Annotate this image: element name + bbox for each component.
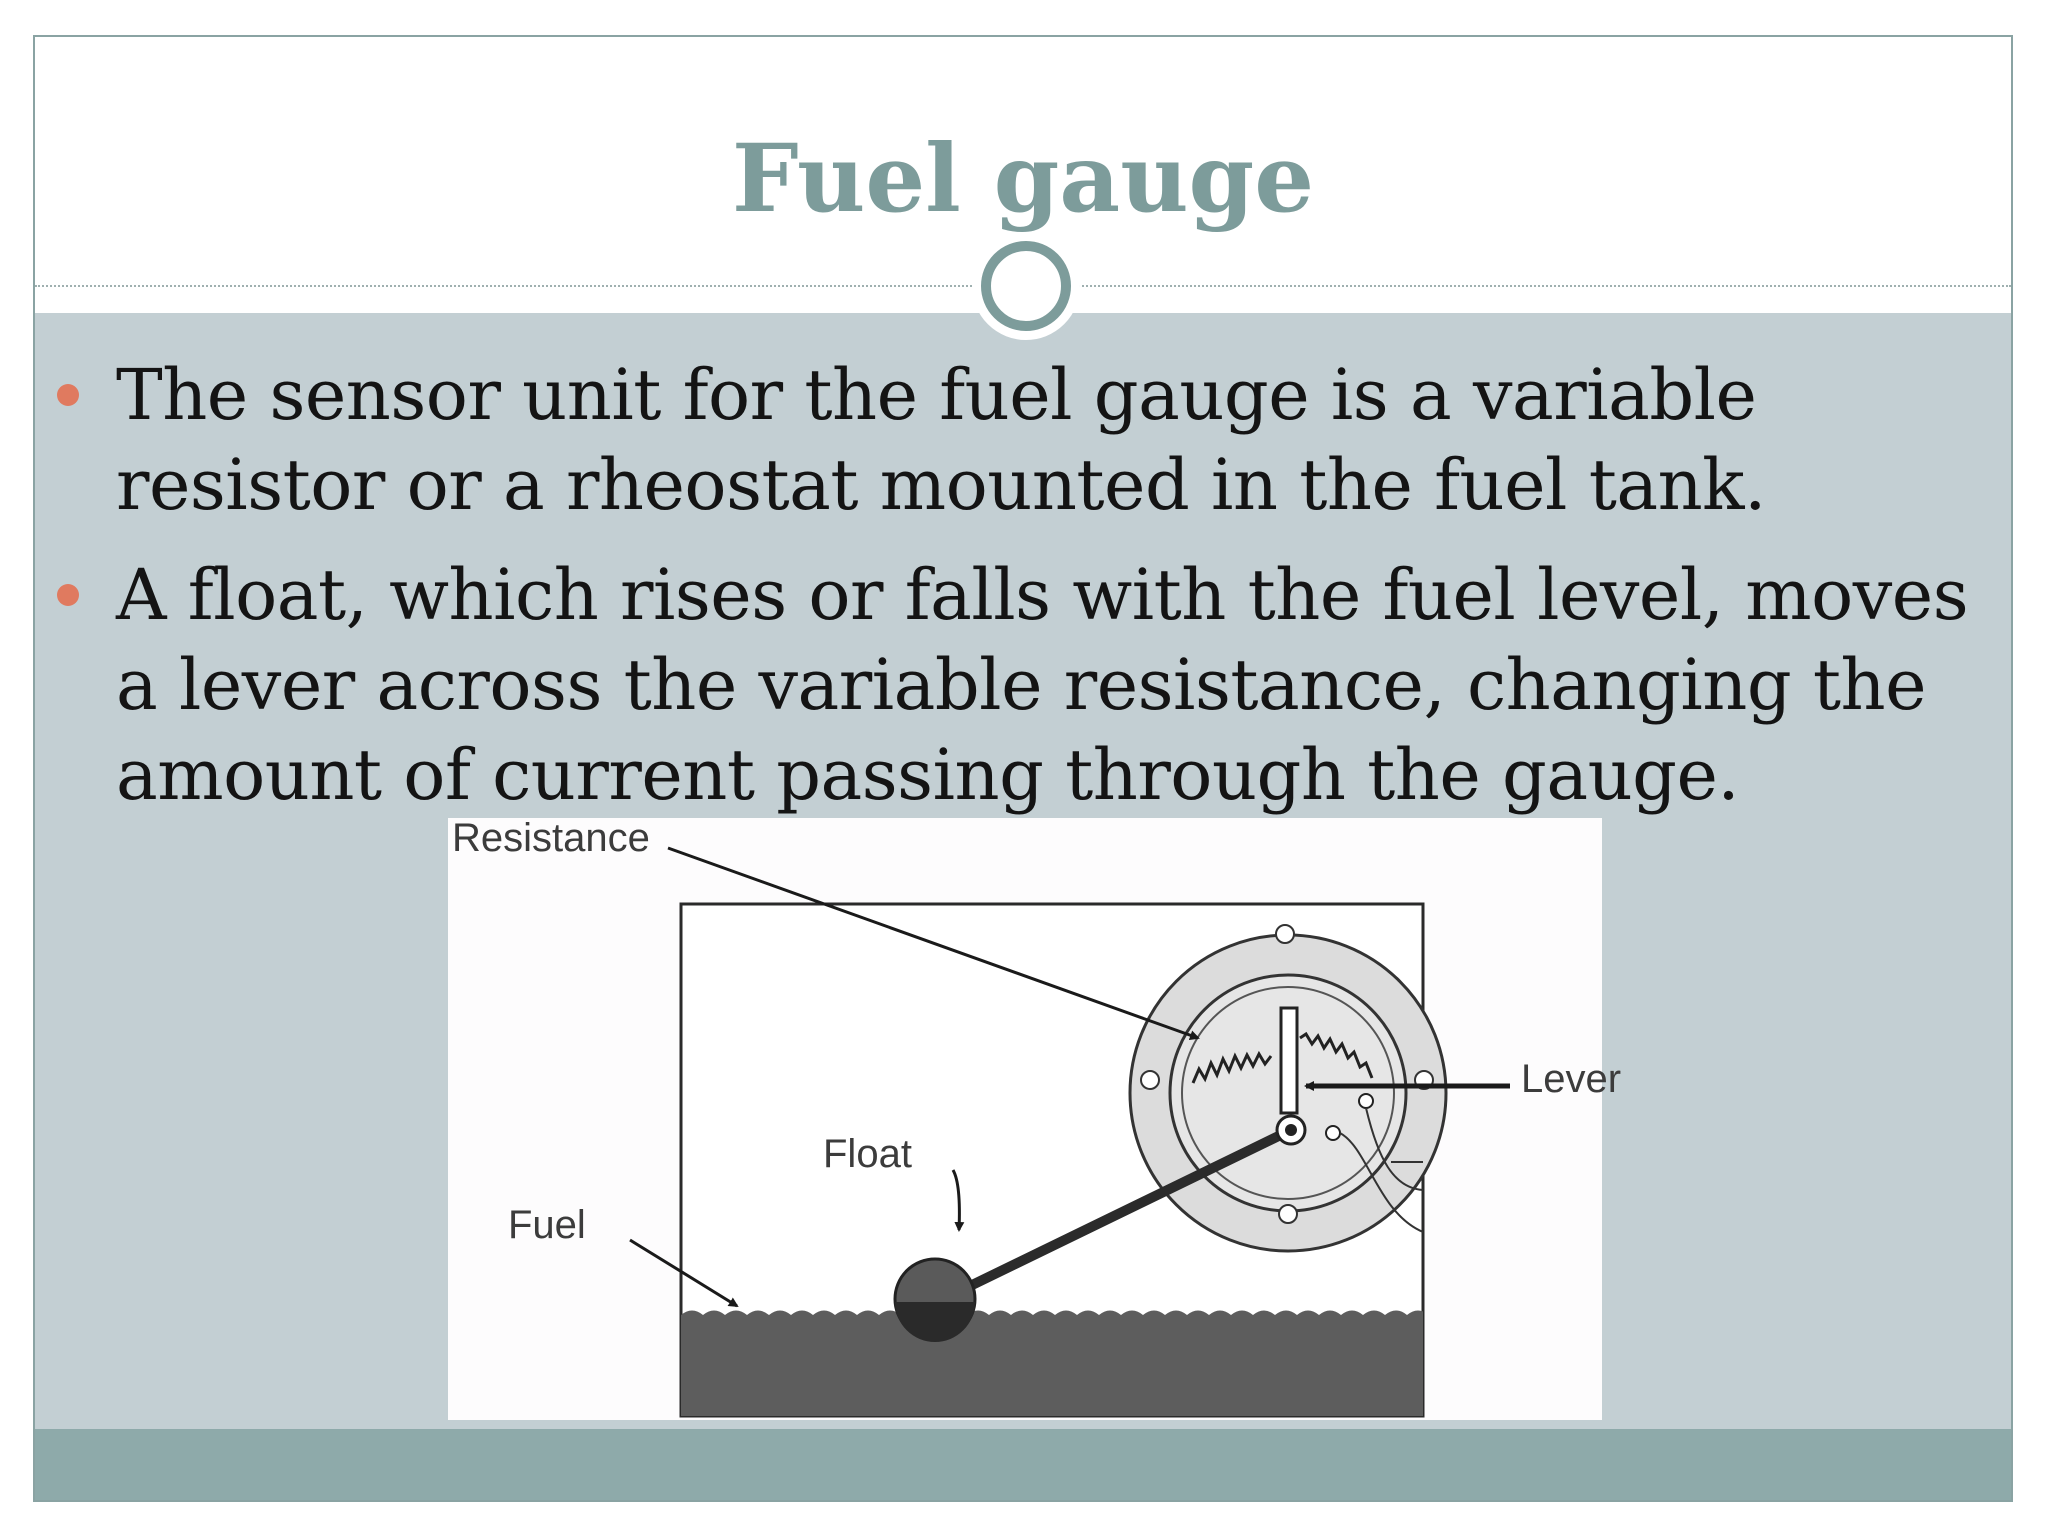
- bullet-text: The sensor unit for the fuel gauge is a …: [116, 354, 1766, 526]
- bullet-item: The sensor unit for the fuel gauge is a …: [35, 350, 1995, 530]
- lever-arm: [963, 1125, 1296, 1292]
- diagram-drawing: [629, 846, 1510, 1418]
- arrow-fuel: [629, 1238, 739, 1308]
- label-fuel: Fuel: [508, 1203, 586, 1247]
- divider-circle-icon: [972, 232, 1080, 340]
- arrow-float: [951, 1169, 965, 1232]
- fuel-gauge-diagram: Resistance Lever Float Fuel: [448, 816, 1621, 1420]
- mount-hole: [1278, 1204, 1298, 1224]
- footer-bar: [35, 1429, 2011, 1500]
- label-float: Float: [823, 1132, 912, 1176]
- bullet-dot-icon: [57, 384, 79, 406]
- label-lever: Lever: [1521, 1057, 1622, 1101]
- bullet-text: A float, which rises or falls with the f…: [116, 554, 1969, 816]
- bullet-item: A float, which rises or falls with the f…: [35, 550, 1995, 820]
- bullet-list: The sensor unit for the fuel gauge is a …: [35, 350, 1995, 840]
- mount-hole: [1140, 1070, 1160, 1090]
- arrow-resistance: [667, 846, 1200, 1041]
- lever-contact: [1279, 1006, 1299, 1115]
- slide: Fuel gauge The sensor unit for the fuel …: [33, 35, 2013, 1502]
- fuel-body: [681, 1310, 1423, 1416]
- label-resistance: Resistance: [452, 816, 650, 860]
- resistance-coil: [1191, 1031, 1374, 1084]
- mount-hole: [1275, 924, 1295, 944]
- bullet-dot-icon: [57, 584, 79, 606]
- slide-title: Fuel gauge: [731, 124, 1315, 234]
